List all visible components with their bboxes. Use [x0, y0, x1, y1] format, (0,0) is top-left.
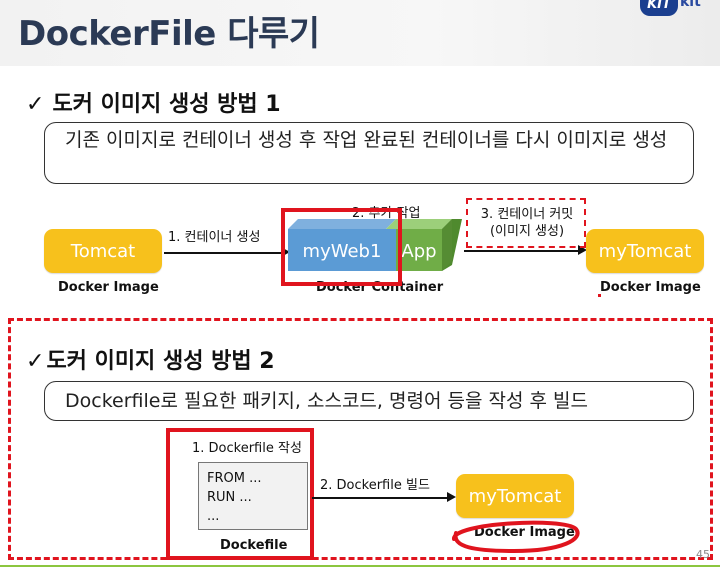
logo-mark: KIT [640, 0, 678, 16]
code-line: ... [207, 507, 299, 526]
method2-heading: ✓도커 이미지 생성 방법 2 [26, 343, 275, 375]
arrow-line-1 [164, 252, 282, 254]
dockerfile-caption: Dockefile [220, 538, 287, 553]
code-line: FROM ... [207, 469, 299, 488]
page-number: 45 [696, 548, 710, 561]
mytomcat2-image-box: myTomcat [456, 474, 574, 518]
red-dot [598, 294, 601, 297]
check-icon: ✓ [26, 92, 44, 117]
dockerfile-code: FROM ... RUN ... ... [198, 462, 308, 530]
container-side-label: App [396, 230, 442, 272]
step3-line1: 3. 컨테이너 커밋 [470, 206, 584, 223]
tomcat-caption: Docker Image [58, 280, 159, 295]
arrow-head-3 [447, 492, 456, 502]
ellipse-stroke [454, 523, 578, 551]
footer-line [0, 565, 720, 567]
step3-line2: (이미지 생성) [470, 223, 584, 240]
page-title: DockerFile 다루기 [18, 6, 320, 55]
build-step-label: 2. Dockerfile 빌드 [320, 474, 430, 493]
step1-label: 1. 컨테이너 생성 [168, 226, 260, 245]
highlight-ellipse [444, 517, 584, 555]
tomcat-image-box: Tomcat [44, 229, 162, 273]
university-logo: KIT kit [640, 0, 720, 16]
step3-label: 3. 컨테이너 커밋 (이미지 생성) [470, 206, 584, 240]
highlight-myweb1 [281, 208, 402, 286]
dockerfile-step1-label: 1. Dockerfile 작성 [192, 437, 302, 456]
method1-description: 기존 이미지로 컨테이너 생성 후 작업 완료된 컨테이너를 다시 이미지로 생… [44, 122, 694, 184]
code-line: RUN ... [207, 488, 299, 507]
mytomcat-image-box: myTomcat [586, 229, 704, 273]
method1-heading: ✓ 도커 이미지 생성 방법 1 [26, 86, 281, 118]
method1-heading-text: 도커 이미지 생성 방법 1 [52, 92, 280, 117]
method2-heading-text: 도커 이미지 생성 방법 2 [46, 349, 274, 374]
logo-text: kit [680, 0, 701, 10]
arrow-line-3 [312, 497, 448, 499]
arrow-line-2 [464, 250, 579, 252]
mytomcat-caption: Docker Image [600, 280, 701, 295]
method2-description: Dockerfile로 필요한 패키지, 소스코드, 명령어 등을 작성 후 빌… [44, 381, 694, 421]
check-icon: ✓ [26, 349, 44, 374]
